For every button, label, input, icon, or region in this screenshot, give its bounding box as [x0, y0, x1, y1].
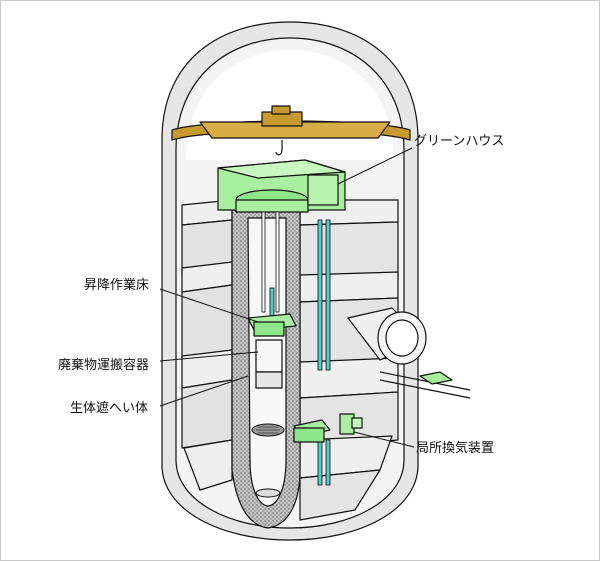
label-waste-container: 廃棄物運搬容器 — [58, 357, 149, 373]
label-local-ventilation: 局所換気装置 — [416, 440, 494, 456]
waste-container — [255, 339, 283, 373]
lift-work-floor — [247, 313, 297, 337]
equipment-hatch — [347, 307, 471, 399]
label-lift-floor: 昇降作業床 — [84, 277, 149, 293]
green-house — [217, 159, 346, 213]
ventilation-pipes — [269, 219, 331, 486]
local-ventilation-unit — [293, 413, 363, 443]
cavity-bottom — [255, 488, 281, 498]
leader-lines — [159, 147, 415, 448]
lift-mast — [261, 211, 280, 313]
polar-crane — [171, 105, 411, 156]
left-floors — [181, 199, 233, 491]
label-shield-wall: 生体遮へい体 — [70, 400, 148, 416]
label-green-house: グリーンハウス — [414, 134, 504, 149]
